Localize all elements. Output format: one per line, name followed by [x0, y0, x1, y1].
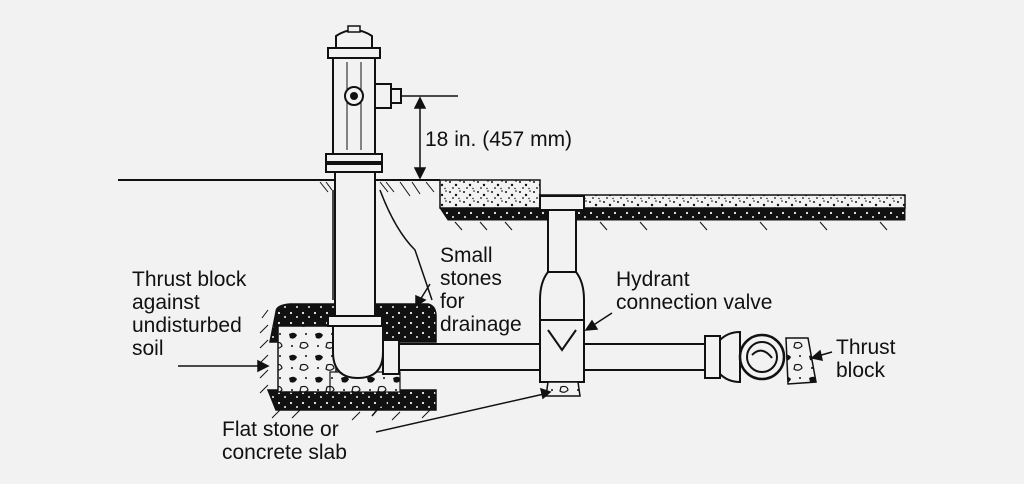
lateral-pipe	[382, 330, 741, 384]
flat-stone-label: Flat stone or concrete slab	[222, 418, 347, 464]
fire-hydrant	[325, 25, 402, 380]
clearance-dimension	[400, 95, 458, 180]
water-main	[738, 333, 786, 381]
soil-hatching	[319, 181, 435, 197]
thrust-block-left	[277, 325, 337, 393]
pavement-gravel-layer	[439, 179, 906, 209]
clearance-label: 18 in. (457 mm)	[425, 128, 573, 151]
thrust-block-left-label: Thrust block against undisturbed soil	[132, 268, 247, 360]
leader-lines	[178, 283, 833, 433]
pavement-base-layer	[439, 207, 906, 221]
thrust-block-right	[785, 337, 817, 385]
connection-valve	[539, 195, 585, 397]
hydrant-valve-label: Hydrant connection valve	[616, 268, 773, 314]
thrust-block-right-label: Thrust block	[836, 336, 896, 382]
small-stones-label: Small stones for drainage	[440, 244, 522, 336]
